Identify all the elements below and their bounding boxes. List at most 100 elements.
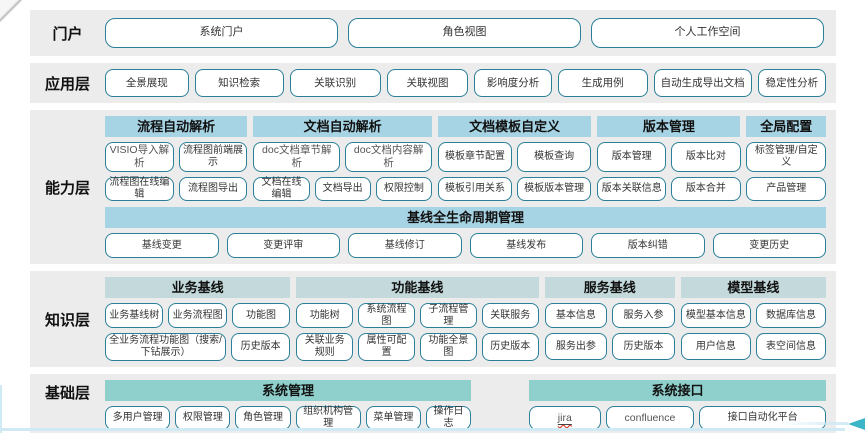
module-box: 用户信息 <box>680 333 751 360</box>
group-row: jira confluence 接口自动化平台 <box>529 406 826 430</box>
layer-content-portal: 系统门户角色视图个人工作空间 <box>105 10 836 56</box>
capability-group-3: 文档模板自定义模板章节配置模板查询模板引用关系模板版本管理 <box>438 116 592 201</box>
module-box: 菜单管理 <box>365 406 421 430</box>
module-box: 操作日志 <box>425 406 472 430</box>
baseline-row: 基线变更变更评审基线修订基线发布版本纠错变更历史 <box>105 233 826 258</box>
group-header: 功能基线 <box>296 277 539 298</box>
group-row: 流程图在线编辑流程图导出 <box>105 177 248 201</box>
knowledge-group-2: 功能基线功能树系统流程图子流程管理关联服务关联业务规则属性可配置功能全景图历史版… <box>296 277 539 361</box>
layer-portal: 门户 系统门户角色视图个人工作空间 <box>30 10 836 56</box>
group-header: 全局配置 <box>746 116 826 137</box>
module-box: 业务基线树 <box>105 303 164 328</box>
module-box: 自动生成导出文档 <box>653 69 752 97</box>
group-header: 系统接口 <box>529 380 826 401</box>
module-box: jira <box>529 406 601 430</box>
module-box: 版本比对 <box>671 142 741 172</box>
portal-module-row: 系统门户角色视图个人工作空间 <box>105 18 824 48</box>
module-box: 模板章节配置 <box>438 142 513 172</box>
module-box: 功能树 <box>296 303 354 328</box>
module-box: 文档在线编辑 <box>253 177 310 201</box>
module-box: doc文档内容解析 <box>345 142 433 172</box>
module-box: 多用户管理 <box>105 406 171 430</box>
group-row: 模型基本信息数据库信息 <box>680 303 827 328</box>
group-row: 业务基线树业务流程图功能图 <box>105 303 291 328</box>
layer-label-portal: 门户 <box>52 25 83 43</box>
module-box: 业务流程图 <box>168 303 227 328</box>
knowledge-group-1: 业务基线业务基线树业务流程图功能图全业务流程功能图（搜索/下钻展示）历史版本 <box>105 277 291 361</box>
layer-content-knowledge: 业务基线业务基线树业务流程图功能图全业务流程功能图（搜索/下钻展示）历史版本功能… <box>105 271 836 367</box>
module-box: 稳定性分析 <box>757 69 827 97</box>
layer-content-application: 全景展现知识检索关联识别关联视图影响度分析生成用例自动生成导出文档稳定性分析 <box>105 63 836 103</box>
module-box: 产品管理 <box>746 177 826 201</box>
group-spacer <box>477 380 523 430</box>
module-box: 关联识别 <box>289 69 381 97</box>
module-box: 功能全景图 <box>419 333 477 361</box>
module-box: 数据库信息 <box>755 303 827 328</box>
module-box-label: doc文档内容解析 <box>353 144 424 169</box>
module-box: 模板查询 <box>517 142 592 172</box>
layer-label-knowledge: 知识层 <box>44 311 90 329</box>
group-row: 模板引用关系模板版本管理 <box>438 177 592 201</box>
module-box: 基本信息 <box>544 303 608 328</box>
module-box: 基线修订 <box>348 233 462 258</box>
module-box: 服务入参 <box>612 303 675 328</box>
module-box: 模板版本管理 <box>517 177 592 201</box>
module-box: 表空间信息 <box>755 333 827 360</box>
module-box: 全业务流程功能图（搜索/下钻展示） <box>105 333 226 361</box>
module-box: 版本合并 <box>671 177 741 201</box>
capability-group-5: 全局配置标签管理/自定义产品管理 <box>746 116 826 201</box>
module-box-label: doc文档章节解析 <box>262 144 332 169</box>
module-box: 模板引用关系 <box>438 177 513 201</box>
module-box: 权限管理 <box>175 406 231 430</box>
knowledge-groups: 业务基线业务基线树业务流程图功能图全业务流程功能图（搜索/下钻展示）历史版本功能… <box>105 277 827 361</box>
module-box: 角色管理 <box>235 406 291 430</box>
group-row: 产品管理 <box>746 177 826 201</box>
module-box: 历史版本 <box>230 333 291 361</box>
module-box: 流程图在线编辑 <box>105 177 174 201</box>
module-box: 流程图前端展示 <box>178 142 248 172</box>
module-box: 模型基本信息 <box>680 303 751 328</box>
group-row: 模板章节配置模板查询 <box>438 142 592 172</box>
arrow-tail-line <box>778 422 848 425</box>
baseline-lifecycle-header: 基线全生命周期管理 <box>105 207 826 228</box>
module-box: 影响度分析 <box>474 69 552 97</box>
module-box: 变更历史 <box>712 233 826 258</box>
module-box: 标签管理/自定义 <box>746 142 826 172</box>
module-box: 关联视图 <box>386 69 469 97</box>
module-box: 关联业务规则 <box>296 333 354 361</box>
layer-stack: 门户系统门户角色视图个人工作空间应用层全景展现知识检索关联识别关联视图影响度分析… <box>30 10 836 433</box>
module-box: VISIO导入解析 <box>105 142 174 172</box>
module-box: 接口自动化平台 <box>699 406 826 430</box>
group-header: 模型基线 <box>680 277 826 298</box>
group-row: 版本关联信息版本合并 <box>597 177 741 201</box>
capability-group-4: 版本管理版本管理版本比对版本关联信息版本合并 <box>597 116 741 201</box>
left-edge-line <box>0 385 2 433</box>
group-header: 文档自动解析 <box>253 116 433 137</box>
group-row: 服务出参历史版本 <box>544 333 675 360</box>
module-box: 角色视图 <box>348 18 581 48</box>
group-row: 功能树系统流程图子流程管理关联服务 <box>296 303 539 328</box>
module-box: 历史版本 <box>612 333 675 360</box>
corner-fold-decoration <box>0 0 22 22</box>
module-box: 属性可配置 <box>358 333 415 361</box>
module-box: 系统门户 <box>105 18 338 48</box>
module-box-label: confluence <box>624 411 676 424</box>
module-box: 权限控制 <box>375 177 432 201</box>
module-box: 文档导出 <box>314 177 371 201</box>
knowledge-group-4: 模型基线模型基本信息数据库信息用户信息表空间信息 <box>680 277 827 361</box>
module-box: 历史版本 <box>481 333 539 361</box>
group-header: 服务基线 <box>544 277 675 298</box>
module-box-label-text: jira <box>557 411 572 424</box>
module-box: 全景展现 <box>105 69 189 97</box>
module-box: 版本纠错 <box>591 233 705 258</box>
knowledge-group-3: 服务基线基本信息服务入参服务出参历史版本 <box>544 277 675 361</box>
group-header: 文档模板自定义 <box>438 116 592 137</box>
group-header: 系统管理 <box>105 380 471 401</box>
module-box: 变更评审 <box>226 233 340 258</box>
module-box-label: VISIO导入解析 <box>109 144 170 169</box>
